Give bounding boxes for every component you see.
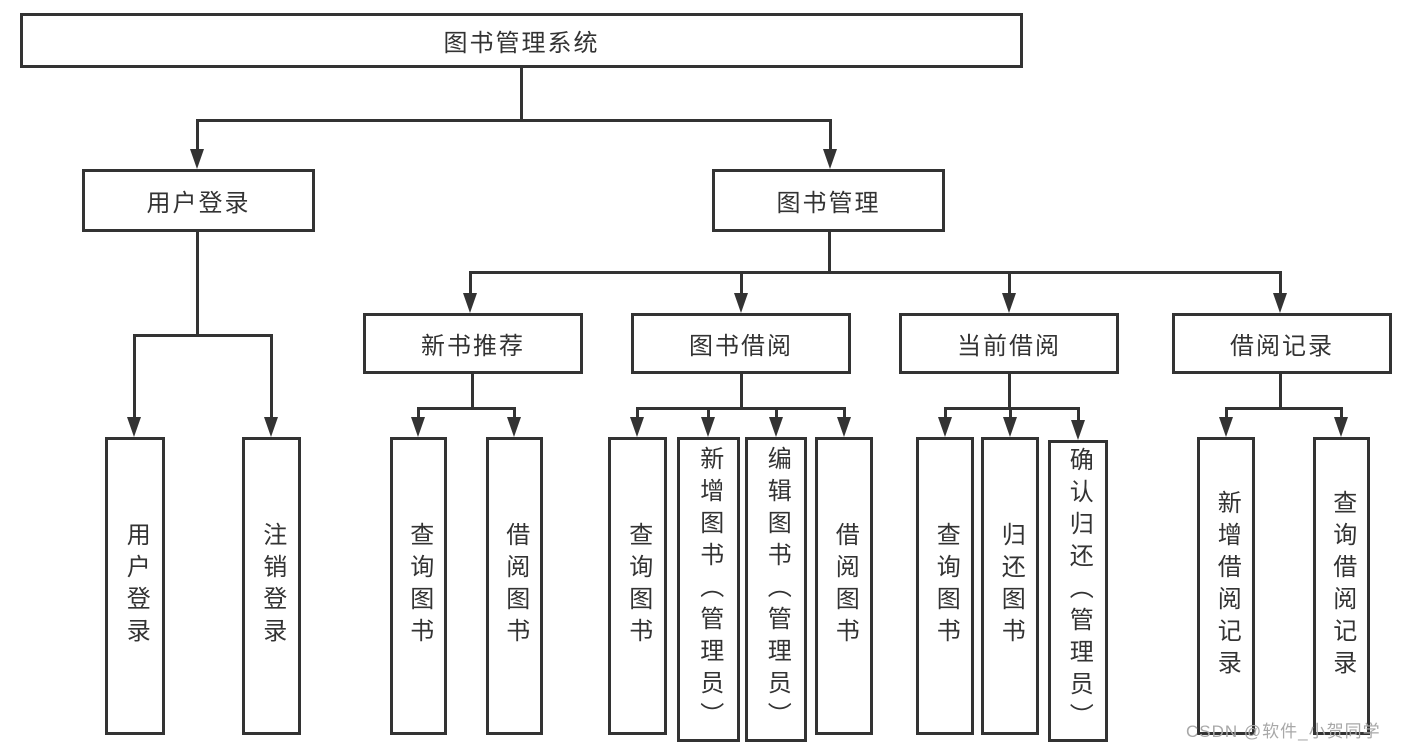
connector-vline [1225, 407, 1228, 421]
arrowhead-down-icon [938, 417, 952, 437]
connector-vline [707, 407, 710, 421]
leaf-return-book: 归还图书 [981, 437, 1039, 735]
node-user-login: 用户登录 [82, 169, 315, 232]
connector-vline [829, 119, 832, 152]
connector-hline [196, 119, 832, 122]
leaf-label: 查询借阅记录 [1328, 490, 1356, 682]
watermark: CSDN @软件_小贺同学 [1186, 722, 1381, 741]
connector-hline [133, 334, 273, 337]
arrowhead-down-icon [1003, 417, 1017, 437]
connector-vline [417, 407, 420, 421]
connector-vline [1279, 374, 1282, 410]
leaf-label: 借阅图书 [501, 522, 529, 650]
leaf-label: 用户登录 [122, 522, 150, 650]
connector-vline [471, 374, 474, 410]
arrowhead-down-icon [769, 417, 783, 437]
connector-hline [1225, 407, 1343, 410]
arrowhead-down-icon [823, 149, 837, 169]
arrowhead-down-icon [837, 417, 851, 437]
leaf-add-book-admin: 新增图书（管理员） [677, 437, 740, 742]
leaf-query-borrow-record: 查询借阅记录 [1313, 437, 1370, 735]
connector-vline [1008, 374, 1011, 410]
leaf-user-login: 用户登录 [105, 437, 165, 735]
arrowhead-down-icon [1219, 417, 1233, 437]
connector-hline [944, 407, 1080, 410]
leaf-query-books-current: 查询图书 [916, 437, 974, 735]
leaf-borrow-books-borrow: 借阅图书 [815, 437, 873, 735]
connector-vline [469, 271, 472, 296]
connector-vline [196, 119, 199, 152]
connector-vline [1009, 407, 1012, 421]
leaf-borrow-books-recommend: 借阅图书 [486, 437, 543, 735]
connector-vline [775, 407, 778, 421]
arrowhead-down-icon [507, 417, 521, 437]
leaf-logout: 注销登录 [242, 437, 301, 735]
connector-hline [469, 271, 1282, 274]
leaf-query-books-borrow: 查询图书 [608, 437, 667, 735]
arrowhead-down-icon [1273, 293, 1287, 313]
connector-vline [740, 271, 743, 296]
leaf-query-books-recommend: 查询图书 [390, 437, 447, 735]
connector-hline [636, 407, 846, 410]
connector-vline [1077, 407, 1080, 421]
leaf-label: 借阅图书 [831, 522, 859, 650]
node-book-management: 图书管理 [712, 169, 945, 232]
connector-vline [828, 232, 831, 274]
leaf-edit-book-admin: 编辑图书（管理员） [745, 437, 807, 742]
leaf-confirm-return-admin: 确认归还（管理员） [1048, 440, 1108, 742]
connector-vline [636, 407, 639, 421]
leaf-label: 新增图书（管理员） [695, 445, 723, 734]
arrowhead-down-icon [734, 293, 748, 313]
connector-vline [1340, 407, 1343, 421]
node-current-borrow: 当前借阅 [899, 313, 1119, 374]
connector-vline [270, 334, 273, 420]
arrowhead-down-icon [264, 417, 278, 437]
node-book-borrow: 图书借阅 [631, 313, 851, 374]
connector-vline [513, 407, 516, 421]
connector-vline [740, 374, 743, 410]
leaf-label: 新增借阅记录 [1213, 490, 1241, 682]
connector-vline [520, 68, 523, 121]
arrowhead-down-icon [701, 417, 715, 437]
connector-hline [417, 407, 516, 410]
connector-vline [843, 407, 846, 421]
arrowhead-down-icon [630, 417, 644, 437]
node-new-book-recommend: 新书推荐 [363, 313, 583, 374]
connector-vline [1008, 271, 1011, 296]
connector-vline [1279, 271, 1282, 296]
connector-vline [944, 407, 947, 421]
node-library-system: 图书管理系统 [20, 13, 1023, 68]
arrowhead-down-icon [127, 417, 141, 437]
connector-vline [133, 334, 136, 420]
connector-vline [196, 232, 199, 337]
arrowhead-down-icon [190, 149, 204, 169]
arrowhead-down-icon [463, 293, 477, 313]
arrowhead-down-icon [1071, 420, 1085, 440]
leaf-label: 查询图书 [932, 522, 960, 650]
leaf-label: 查询图书 [624, 522, 652, 650]
leaf-label: 编辑图书（管理员） [763, 445, 791, 734]
leaf-label: 查询图书 [405, 522, 433, 650]
leaf-label: 确认归还（管理员） [1065, 447, 1093, 735]
leaf-label: 归还图书 [997, 522, 1025, 650]
arrowhead-down-icon [411, 417, 425, 437]
arrowhead-down-icon [1002, 293, 1016, 313]
leaf-label: 注销登录 [258, 522, 286, 650]
node-borrow-records: 借阅记录 [1172, 313, 1392, 374]
arrowhead-down-icon [1334, 417, 1348, 437]
leaf-add-borrow-record: 新增借阅记录 [1197, 437, 1255, 735]
